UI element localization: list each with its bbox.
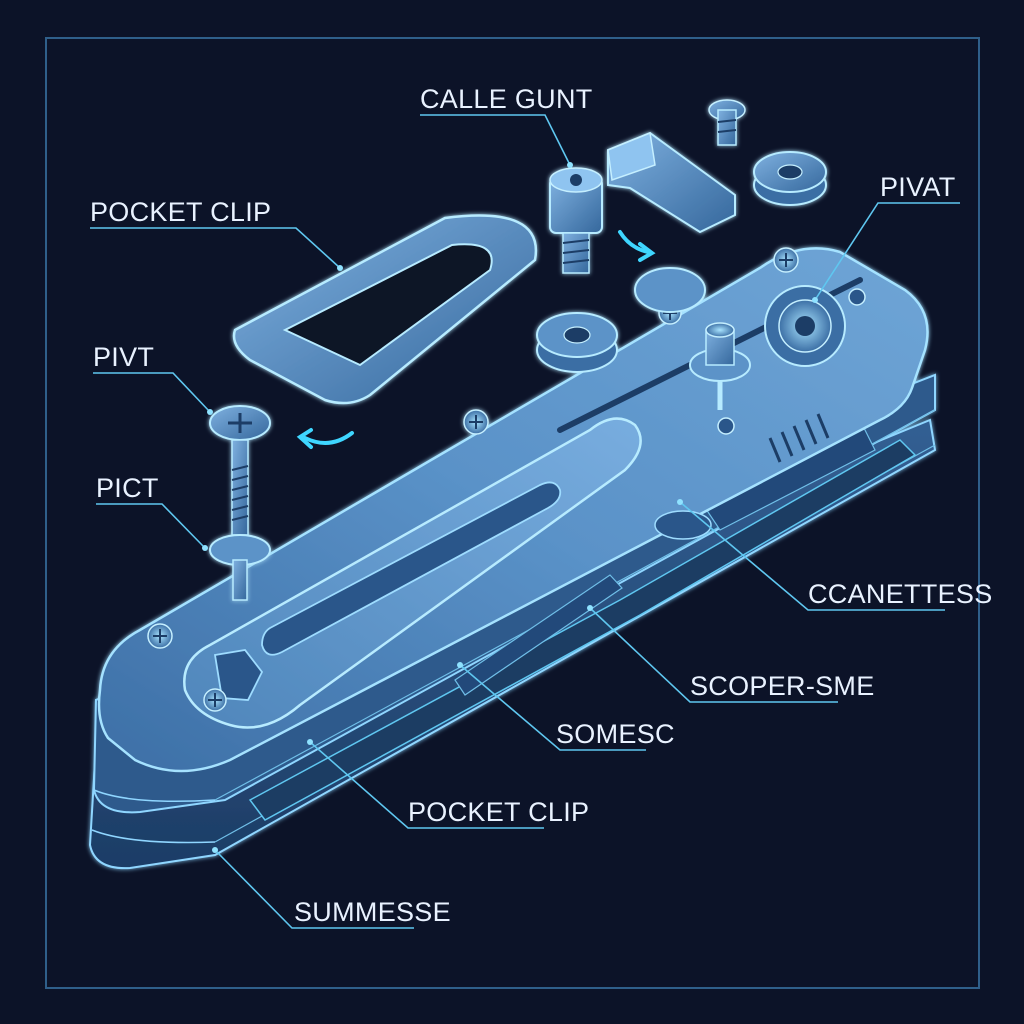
label-ccanettess: CCANETTESS (808, 579, 993, 609)
label-calle-gunt: CALLE GUNT (420, 84, 593, 114)
screw-icon (708, 99, 746, 146)
label-summesse: SUMMESSE (294, 897, 451, 927)
label-somesc: SOMESC (556, 719, 675, 749)
spring-bar (454, 574, 623, 696)
screw-icon (549, 167, 603, 274)
label-pivat: PIVAT (880, 172, 956, 202)
pivot-icon (764, 285, 846, 367)
exploded-clip-frame (232, 214, 538, 405)
washer-icon (536, 312, 618, 373)
washer-icon (634, 267, 706, 313)
jimping (768, 413, 830, 463)
washer-icon (753, 151, 827, 206)
screw-icon (209, 405, 271, 601)
blueprint-frame (45, 37, 980, 989)
knife-body (88, 247, 937, 870)
curved-arrow-icon (303, 431, 354, 445)
curved-arrow-icon (618, 230, 650, 254)
screw-icon (203, 688, 227, 712)
label-pocket-clip-bottom: POCKET CLIP (408, 797, 589, 827)
leader-lines (90, 114, 960, 929)
label-pivt: PIVT (93, 342, 154, 372)
clip-slot (261, 481, 562, 656)
label-scoper-sme: SCOPER-SME (690, 671, 875, 701)
screw-icon (463, 409, 489, 435)
label-pocket-clip-top: POCKET CLIP (90, 197, 271, 227)
lock-bar-part (607, 131, 736, 234)
screw-icon (147, 623, 173, 649)
blade-inner (248, 439, 917, 821)
screw-icon (773, 247, 799, 273)
screw-icon (689, 322, 751, 410)
label-pict: PICT (96, 473, 159, 503)
